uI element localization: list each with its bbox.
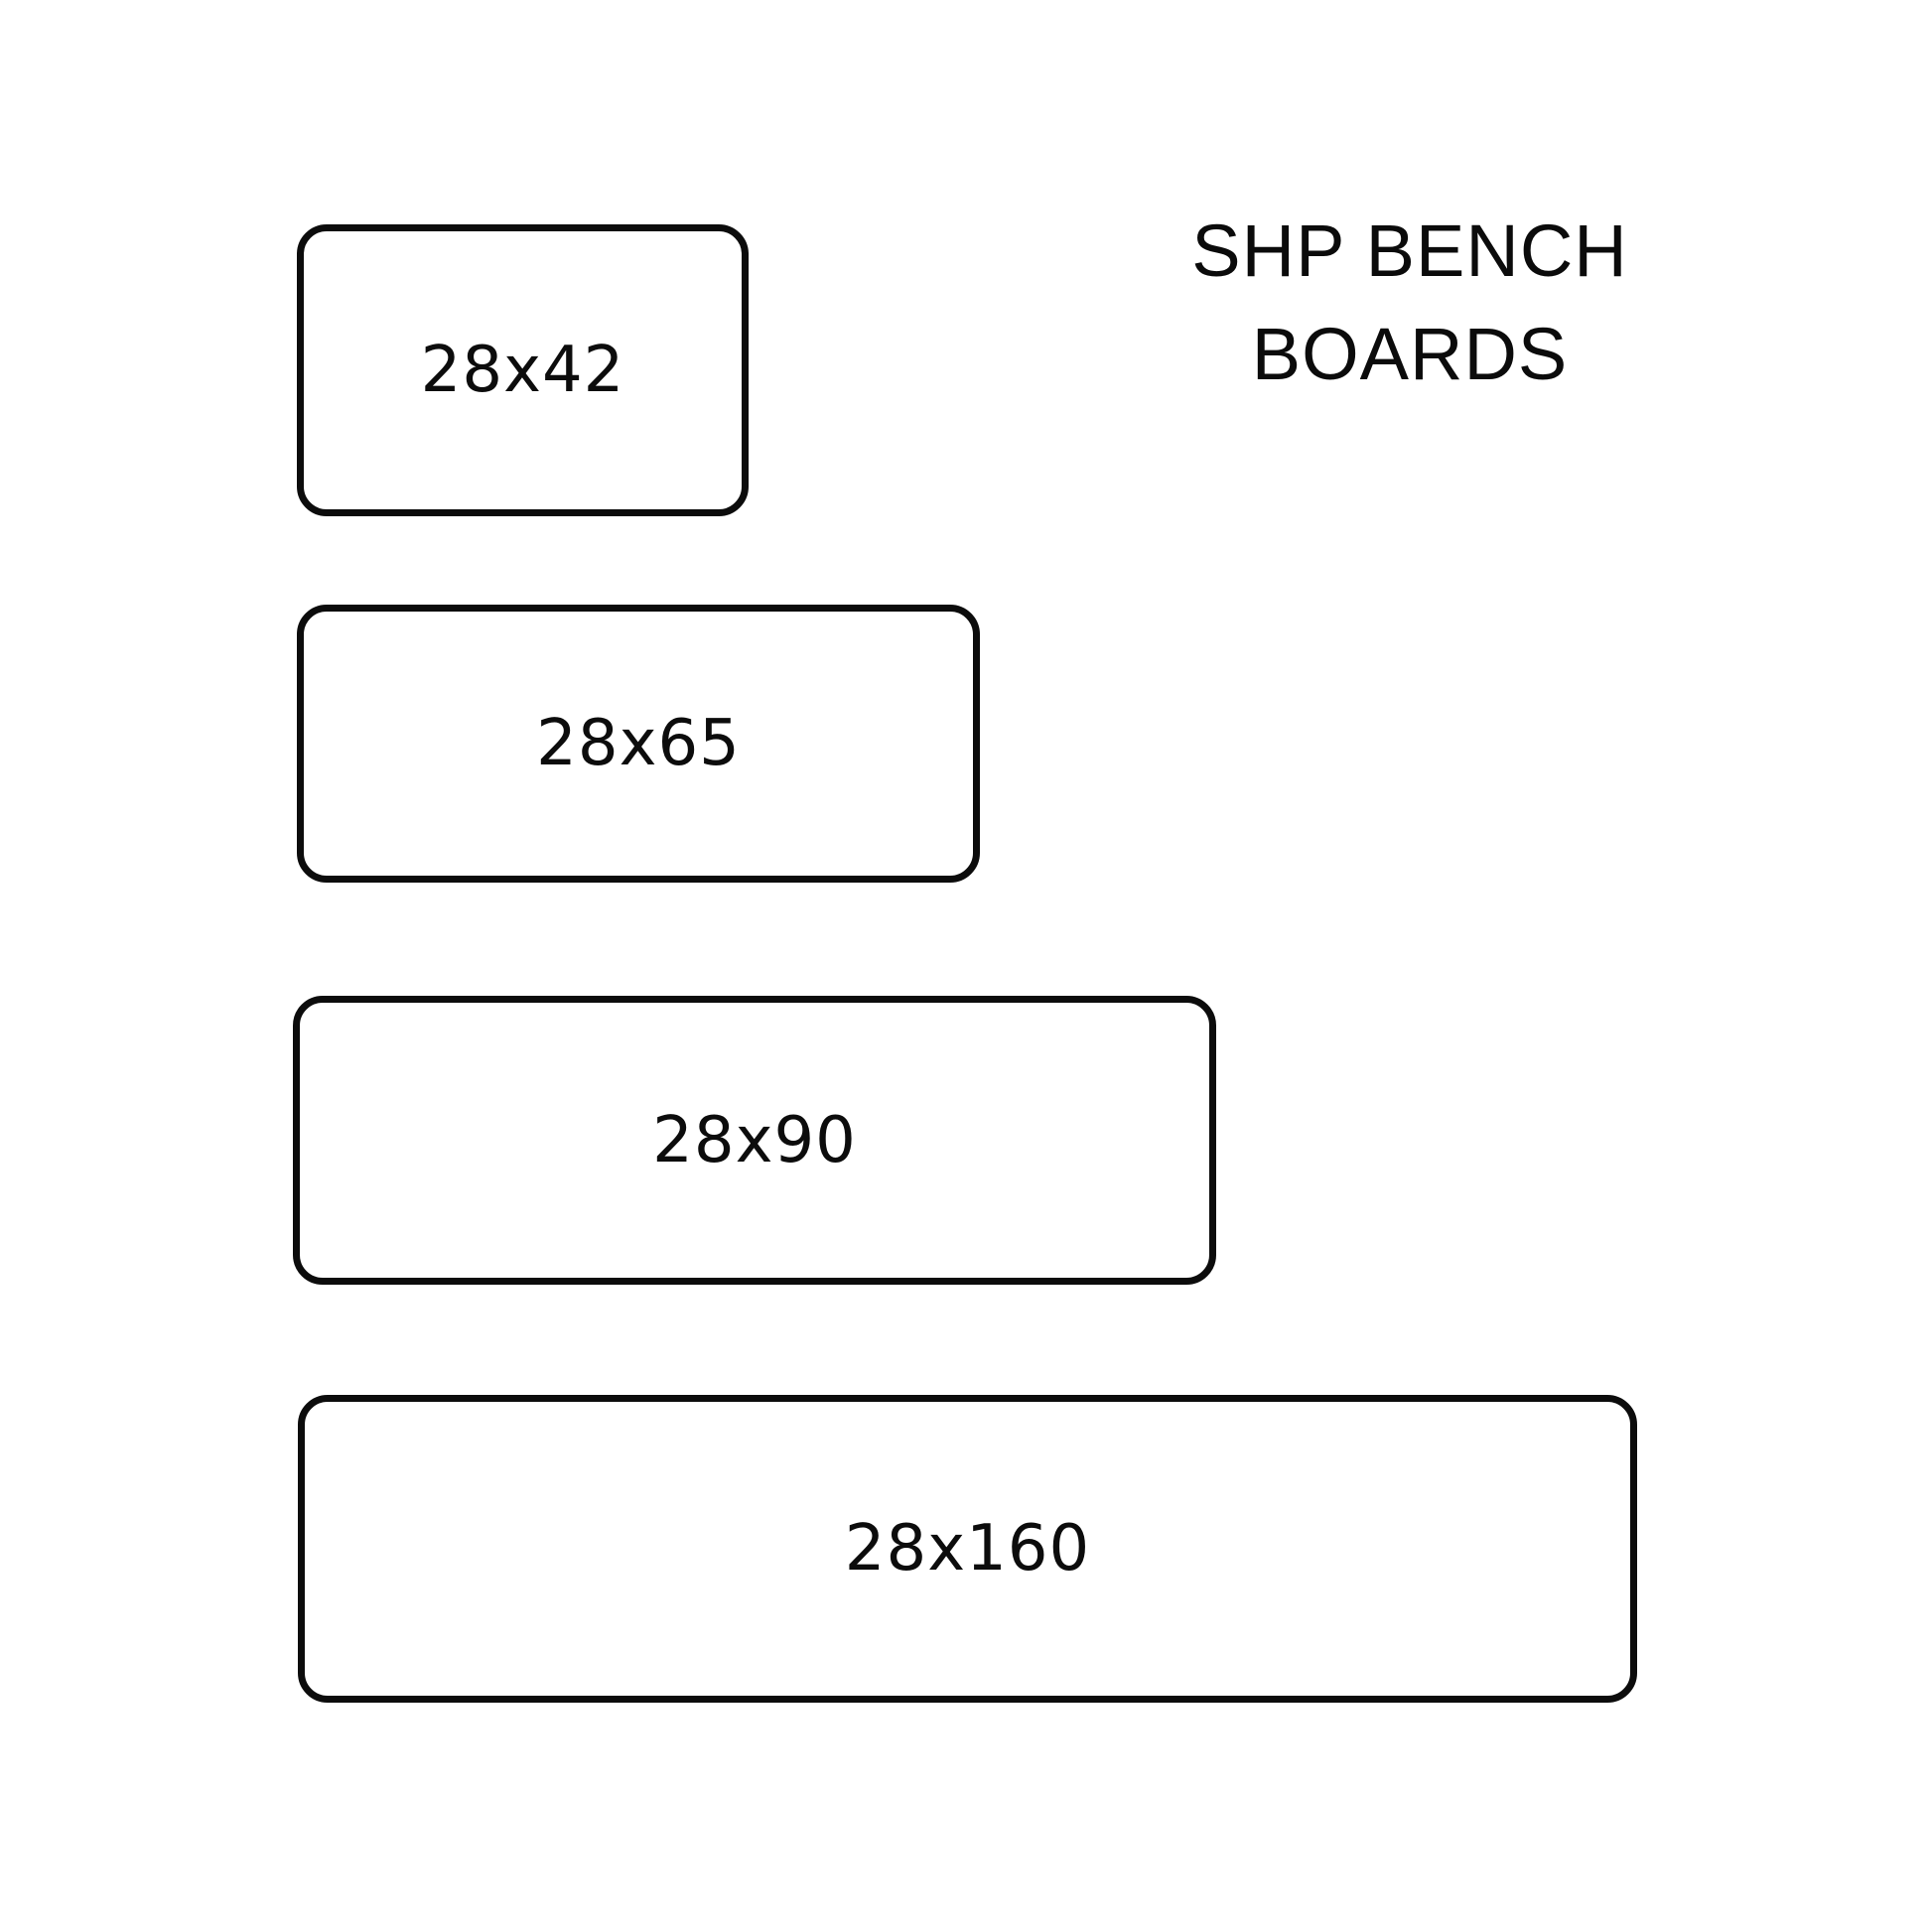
board-label: 28x65 [536,707,741,780]
diagram-title-line2: BOARDS [1251,313,1569,395]
bench-board-28x65: 28x65 [297,605,980,883]
diagram-title-line1: SHP BENCH [1191,209,1628,292]
bench-board-28x160: 28x160 [298,1395,1637,1703]
bench-board-28x42: 28x42 [297,224,749,516]
board-label: 28x42 [420,334,625,407]
board-label: 28x90 [652,1103,857,1177]
board-label: 28x160 [844,1512,1091,1586]
bench-board-28x90: 28x90 [293,996,1216,1285]
diagram-title: SHP BENCH BOARDS [1147,200,1673,406]
